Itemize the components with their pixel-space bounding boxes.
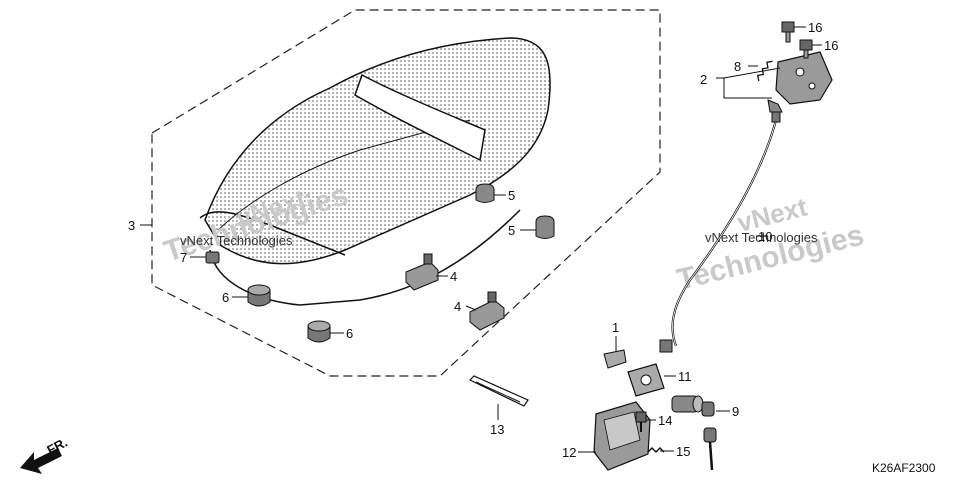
callout-1: 1 xyxy=(612,320,619,335)
callout-16b: 16 xyxy=(824,38,838,53)
callout-12: 12 xyxy=(562,445,576,460)
diagram-code: K26AF2300 xyxy=(872,461,936,475)
callout-7: 7 xyxy=(180,250,187,265)
cushion-6a xyxy=(247,284,271,307)
cushion-5b xyxy=(535,215,555,239)
callout-4a: 4 xyxy=(450,269,457,284)
callout-13: 13 xyxy=(490,422,504,437)
callout-11: 11 xyxy=(678,369,692,384)
lock-plate-11 xyxy=(627,363,665,397)
watermark-small-left: vNext Technologies xyxy=(180,233,293,248)
cushion-6b xyxy=(307,320,331,343)
cable-end-lower xyxy=(659,339,673,353)
front-direction-arrow: FR. xyxy=(20,435,70,474)
bolt-16a xyxy=(781,21,795,43)
rubber-4a xyxy=(405,253,439,291)
rubber-4b xyxy=(469,291,505,331)
seat xyxy=(199,37,551,306)
stay-13 xyxy=(468,375,529,407)
screw-14 xyxy=(635,411,647,432)
spring-8 xyxy=(757,60,773,82)
clip-1 xyxy=(603,349,627,369)
callout-8: 8 xyxy=(734,59,741,74)
clip-7 xyxy=(205,251,220,264)
callout-10: 10 xyxy=(758,229,772,244)
seat-assembly-boundary xyxy=(151,9,661,377)
cushion-5a xyxy=(475,183,495,203)
callout-6a: 6 xyxy=(222,290,229,305)
leader-lines xyxy=(140,26,822,453)
callout-4b: 4 xyxy=(454,299,461,314)
callout-9: 9 xyxy=(732,404,739,419)
key-cylinder-9 xyxy=(671,395,704,413)
callout-14: 14 xyxy=(658,413,672,428)
callout-2: 2 xyxy=(700,72,707,87)
callout-16a: 16 xyxy=(808,20,822,35)
seat-latch xyxy=(767,51,833,113)
callout-5b: 5 xyxy=(508,223,515,238)
key-9 xyxy=(701,401,717,471)
callout-15: 15 xyxy=(676,444,690,459)
cable-end-upper xyxy=(771,111,781,123)
callout-5a: 5 xyxy=(508,188,515,203)
callout-6b: 6 xyxy=(346,326,353,341)
watermark-small-right: vNext Technologies xyxy=(705,230,818,245)
spring-15 xyxy=(647,446,665,454)
callout-3: 3 xyxy=(128,218,135,233)
